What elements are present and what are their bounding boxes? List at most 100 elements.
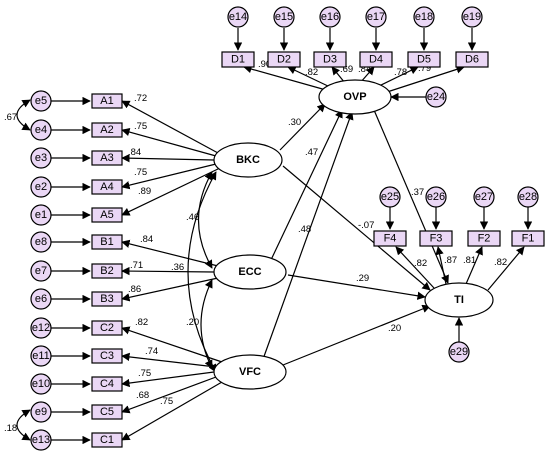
svg-text:e6: e6	[35, 293, 47, 305]
svg-text:e17: e17	[367, 11, 385, 23]
svg-text:B3: B3	[100, 293, 113, 305]
error-e25-icon: e25	[379, 186, 401, 208]
left-error-arrows	[51, 96, 91, 445]
svg-text:e15: e15	[275, 11, 293, 23]
svg-text:D6: D6	[465, 53, 479, 65]
latent-vfc: VFC	[213, 354, 287, 390]
svg-text:e4: e4	[35, 124, 47, 136]
svg-text:B2: B2	[100, 265, 113, 277]
svg-text:e28: e28	[519, 191, 537, 203]
indicator-a5: A5	[91, 207, 123, 223]
svg-text:A4: A4	[100, 181, 113, 193]
svg-text:F3: F3	[430, 232, 443, 244]
indicator-c5: C5	[91, 404, 123, 420]
loading-d5: .78	[394, 67, 407, 78]
loading-a5: .89	[138, 186, 151, 197]
cov-e5-e4	[16, 99, 31, 131]
latent-ti: TI	[424, 282, 494, 318]
svg-text:e8: e8	[35, 236, 47, 248]
svg-text:D2: D2	[277, 53, 291, 65]
error-e27-icon: e27	[473, 186, 495, 208]
indicator-f1: F1	[511, 230, 545, 247]
svg-text:D5: D5	[417, 53, 431, 65]
latent-ovp: OVP	[318, 79, 392, 115]
error-e10-icon: e10	[30, 373, 52, 395]
latent-ecc: ECC	[213, 254, 287, 290]
loading-b2: .71	[130, 260, 143, 271]
indicator-c3: C3	[91, 348, 123, 364]
error-e5-icon: e5	[30, 90, 52, 112]
svg-text:e5: e5	[35, 95, 47, 107]
error-e3-icon: e3	[30, 147, 52, 169]
cov-e9-e13	[16, 409, 31, 441]
svg-text:e12: e12	[32, 322, 50, 334]
structural-paths	[261, 103, 449, 366]
error-e26-icon: e26	[425, 186, 447, 208]
svg-text:C1: C1	[100, 434, 114, 446]
svg-text:B1: B1	[100, 236, 113, 248]
loading-b3: .86	[128, 284, 141, 295]
svg-text:e25: e25	[381, 191, 399, 203]
svg-text:e16: e16	[321, 11, 339, 23]
svg-text:ECC: ECC	[238, 266, 261, 278]
indicator-c1: C1	[91, 432, 123, 448]
indicator-b3: B3	[91, 291, 123, 307]
loading-c3: .74	[145, 346, 158, 357]
indicator-c4: C4	[91, 376, 123, 392]
cov-label-ecc-vfc: .20	[186, 317, 199, 328]
svg-text:e26: e26	[427, 191, 445, 203]
right-loading-arrows	[395, 246, 525, 291]
svg-text:A3: A3	[100, 152, 113, 164]
loading-f4: .82	[414, 258, 427, 269]
error-e4-icon: e4	[30, 119, 52, 141]
svg-text:BKC: BKC	[236, 154, 260, 166]
loading-f3: .87	[444, 255, 457, 266]
right-error-arrows	[385, 207, 533, 230]
path-label-vfc-ti: .20	[388, 323, 401, 334]
path-label-vfc-ovp: .48	[298, 224, 311, 235]
error-e19-icon: e19	[461, 6, 483, 28]
svg-text:D3: D3	[323, 53, 337, 65]
error-e13-icon: e13	[30, 429, 52, 451]
loading-c4: .75	[138, 368, 151, 379]
error-e11-icon: e11	[30, 345, 52, 367]
error-e1-icon: e1	[30, 204, 52, 226]
indicator-b2: B2	[91, 263, 123, 279]
loading-b1: .84	[140, 234, 153, 245]
path-label-ecc-ovp: .47	[305, 147, 318, 158]
svg-text:e2: e2	[35, 181, 47, 193]
left-loading-arrows	[121, 100, 223, 441]
loading-d2: .82	[305, 67, 318, 78]
svg-text:A5: A5	[100, 209, 113, 221]
svg-text:OVP: OVP	[343, 91, 366, 103]
error-e7-icon: e7	[30, 260, 52, 282]
error-e28-icon: e28	[517, 186, 539, 208]
indicator-c2: C2	[91, 320, 123, 336]
svg-text:A1: A1	[100, 95, 113, 107]
loading-f2: .81	[463, 255, 476, 266]
path-label-ecc-ti: .29	[356, 273, 369, 284]
svg-text:F2: F2	[478, 232, 491, 244]
indicator-b1: B1	[91, 234, 123, 250]
svg-text:TI: TI	[454, 294, 464, 306]
indicator-d6: D6	[455, 51, 489, 68]
indicator-f3: F3	[419, 230, 453, 247]
svg-text:e13: e13	[32, 434, 50, 446]
svg-text:e10: e10	[32, 378, 50, 390]
error-e29-icon: e29	[448, 341, 470, 363]
cov-ecc-vfc	[200, 279, 213, 369]
loading-a3: .84	[128, 147, 141, 158]
svg-text:e24: e24	[427, 91, 445, 103]
cov-bkc-ecc	[198, 171, 213, 269]
error-e2-icon: e2	[30, 176, 52, 198]
svg-text:F1: F1	[522, 232, 535, 244]
loading-d6: .79	[418, 63, 431, 74]
error-e24-icon: e24	[425, 86, 447, 108]
indicator-d3: D3	[313, 51, 347, 68]
indicator-a2: A2	[91, 122, 123, 138]
loading-a1: .72	[134, 93, 147, 104]
indicator-a1: A1	[91, 93, 123, 109]
error-e14-icon: e14	[227, 6, 249, 28]
loading-c2: .82	[135, 317, 148, 328]
svg-text:e11: e11	[32, 350, 50, 362]
